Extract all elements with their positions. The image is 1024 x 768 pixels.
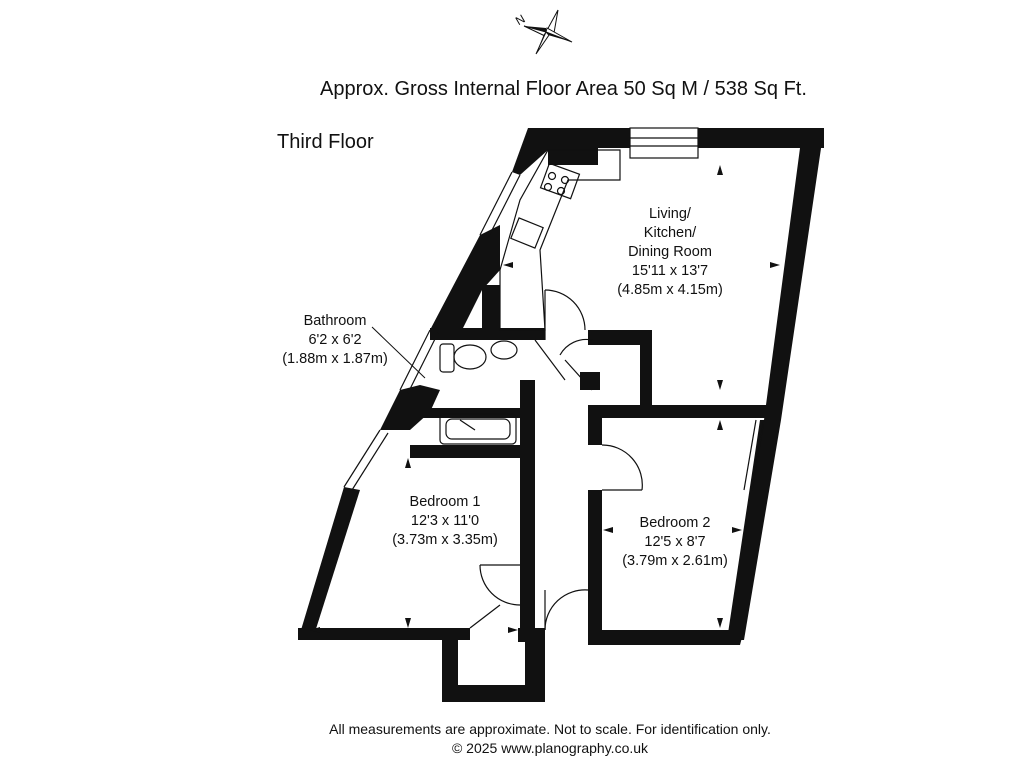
interior-walls	[410, 285, 770, 645]
measurement-arrows	[310, 165, 780, 633]
room-label-bedroom-2: Bedroom 2 12'5 x 8'7 (3.79m x 2.61m)	[622, 515, 728, 569]
windows	[343, 127, 765, 491]
bathroom-leader-line	[371, 326, 426, 379]
room-label-bathroom: Bathroom 6'2 x 6'2 (1.88m x 1.87m)	[282, 313, 388, 367]
exterior-walls	[298, 128, 824, 702]
floor-label: Third Floor	[277, 131, 374, 153]
bathroom-fittings	[439, 340, 518, 445]
disclaimer-text: All measurements are approximate. Not to…	[329, 721, 771, 737]
room-label-bedroom-1: Bedroom 1 12'3 x 11'0 (3.73m x 3.35m)	[392, 494, 498, 548]
doors	[469, 289, 643, 631]
floor-area-title: Approx. Gross Internal Floor Area 50 Sq …	[320, 78, 807, 100]
room-label-living: Living/ Kitchen/ Dining Room 15'11 x 13'…	[617, 206, 723, 298]
compass-icon: N	[513, 9, 573, 55]
kitchen-fittings	[499, 149, 621, 331]
copyright-text: © 2025 www.planography.co.uk	[451, 740, 649, 756]
